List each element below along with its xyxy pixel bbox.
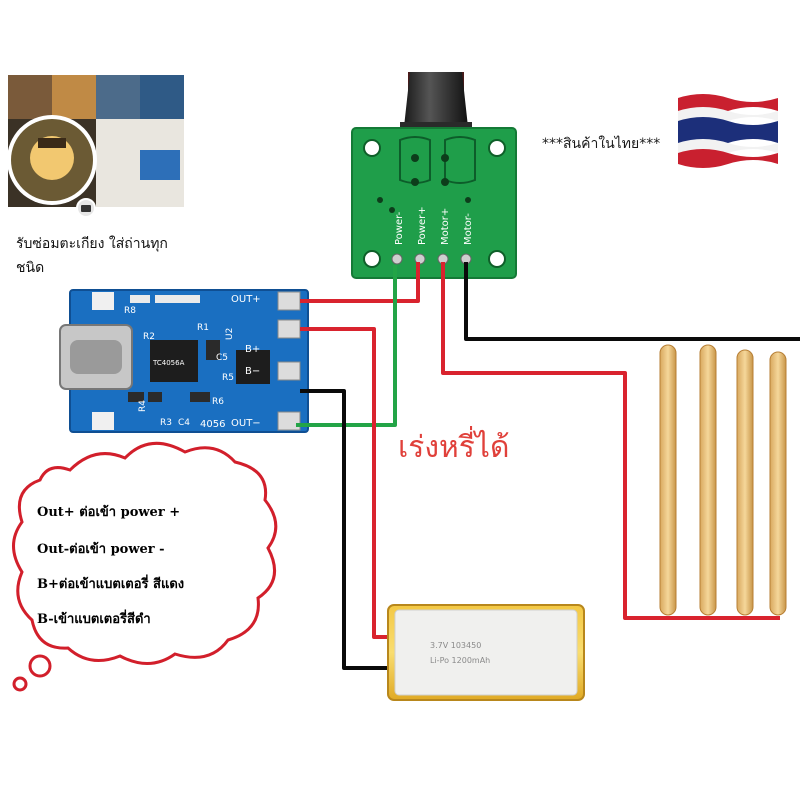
cloud-tail-bubble [12,676,28,692]
instruction-cloud [12,441,278,665]
charger-pin-label-b-plus: B+ [245,344,260,355]
charger-pin-label-b-minus: B− [245,366,260,377]
charger-component-c4: C4 [178,418,190,428]
wire-b-minus-to-battery-minus [300,389,388,670]
charger-pin-label-out-plus: OUT+ [231,294,261,305]
cloud-tail-bubble [28,654,52,678]
charger-model-label: 4056 [200,419,225,430]
battery-pack: 3.7V 103450 Li-Po 1200mAh [387,604,585,701]
speed-controller-board: Power- Power+ Motor+ Motor- [351,127,517,279]
potentiometer-knob [400,72,472,134]
controller-pin-label-motor-minus: Motor- [463,213,474,245]
profile-photo[interactable] [7,75,184,218]
controller-pad [391,253,403,265]
charger-component-c5: C5 [216,353,228,363]
instruction-out-minus: Out-ต่อเข้า power - [37,542,165,557]
charger-component-r3: R3 [160,418,172,428]
charger-component-u2: U2 [225,328,235,340]
origin-note: ***สินค้าในไทย*** [542,135,660,152]
wire-out-minus-to-power-minus [296,265,397,427]
battery-label-line2: Li-Po 1200mAh [430,656,490,665]
charger-component-r4: R4 [138,400,148,412]
charger-chip-label: TC4056A [152,359,185,367]
instruction-b-plus: B+ต่อเข้าแบตเตอรี่ สีแดง [37,577,185,592]
wire-motor-minus-to-filaments [464,262,800,341]
instruction-out-plus: Out+ ต่อเข้า power + [37,505,181,520]
battery-label-line1: 3.7V 103450 [430,641,481,650]
wire-b-plus-to-battery-plus [300,327,393,639]
pad-out-minus [277,411,301,431]
charger-component-r6: R6 [212,397,224,407]
wire-out-plus-to-power-plus [300,262,420,303]
wire-motor-plus-to-filaments [441,262,780,620]
pad-b-minus [277,361,301,381]
controller-pin-label-power-minus: Power- [394,211,405,245]
charger-component-r1: R1 [197,323,209,333]
speed-adjust-note: เร่งหรี่ได้ [398,430,510,465]
charger-pin-label-out-minus: OUT− [231,418,261,429]
led-filaments [659,344,787,616]
controller-pin-label-power-plus: Power+ [417,206,428,245]
charger-board: TC4056A R8 R2 R1 U2 R6 R3 C4 R4 R5 C5 OU… [59,289,309,433]
profile-name-line2[interactable]: ชนิด [16,260,44,276]
instruction-b-minus: B-เข้าแบตเตอรี่สีดำ [37,612,151,627]
pad-out-plus [277,291,301,311]
pad-b-plus [277,319,301,339]
profile-name-line1[interactable]: รับซ่อมตะเกียง ใส่ถ่านทุก [16,235,168,252]
charger-component-r8: R8 [124,306,136,316]
thai-flag-icon [678,94,778,168]
controller-pin-label-motor-plus: Motor+ [440,208,451,245]
charger-component-r2: R2 [143,332,155,342]
charger-component-r5: R5 [222,373,234,383]
